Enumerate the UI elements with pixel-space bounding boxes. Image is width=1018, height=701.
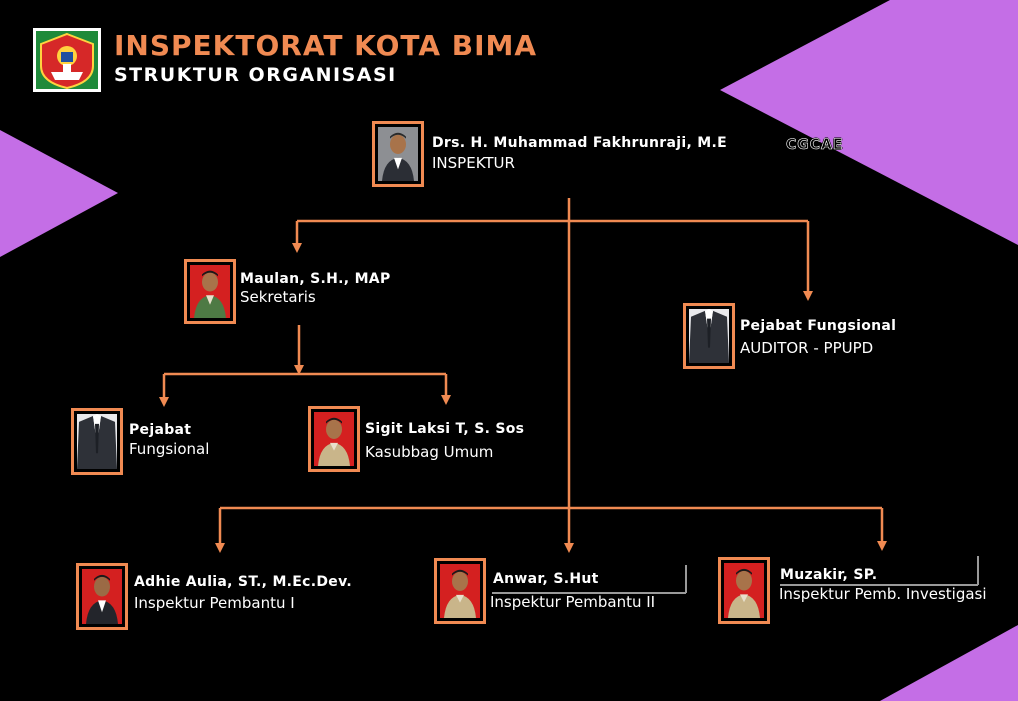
irban-investigasi-role: Inspektur Pemb. Investigasi	[779, 585, 987, 603]
irban2-name-underline	[492, 592, 686, 594]
irban2-name-edge	[685, 565, 687, 593]
irban2-photo	[434, 558, 486, 624]
sekretaris-name: Maulan, S.H., MAP	[240, 271, 391, 287]
page-subtitle: STRUKTUR ORGANISASI	[114, 64, 397, 86]
irban-investigasi-name-underline	[780, 584, 978, 586]
irban1-photo	[76, 563, 128, 630]
sekretaris-role: Sekretaris	[240, 288, 316, 306]
inspektur-name: Drs. H. Muhammad Fakhrunraji, M.E	[432, 135, 727, 151]
irban-investigasi-name-edge	[977, 556, 979, 585]
irban2-name: Anwar, S.Hut	[493, 571, 599, 587]
irban1-role: Inspektur Pembantu I	[134, 594, 295, 612]
fungsional-auditor-name: Pejabat Fungsional	[740, 318, 897, 334]
irban1-name: Adhie Aulia, ST., M.Ec.Dev.	[134, 574, 352, 590]
inspektur-name-suffix: CGCAE	[786, 137, 844, 154]
kasubbag-role: Kasubbag Umum	[365, 443, 494, 461]
sekretaris-photo	[184, 259, 236, 324]
irban-investigasi-name: Muzakir, SP.	[780, 567, 878, 583]
fungsional-sekretariat-photo	[71, 408, 123, 475]
irban-investigasi-photo	[718, 557, 770, 624]
kasubbag-name: Sigit Laksi T, S. Sos	[365, 421, 525, 437]
inspektur-photo	[372, 121, 424, 187]
inspektur-role: INSPEKTUR	[432, 154, 515, 172]
fungsional-auditor-role: AUDITOR - PPUPD	[740, 339, 874, 357]
kasubbag-photo	[308, 406, 360, 472]
fungsional-sekretariat-role: Fungsional	[129, 440, 210, 458]
fungsional-auditor-photo	[683, 303, 735, 369]
irban2-role: Inspektur Pembantu II	[490, 593, 656, 611]
page-title: INSPEKTORAT KOTA BIMA	[114, 29, 538, 62]
kota-bima-logo	[33, 28, 101, 92]
fungsional-sekretariat-name: Pejabat	[129, 422, 192, 438]
